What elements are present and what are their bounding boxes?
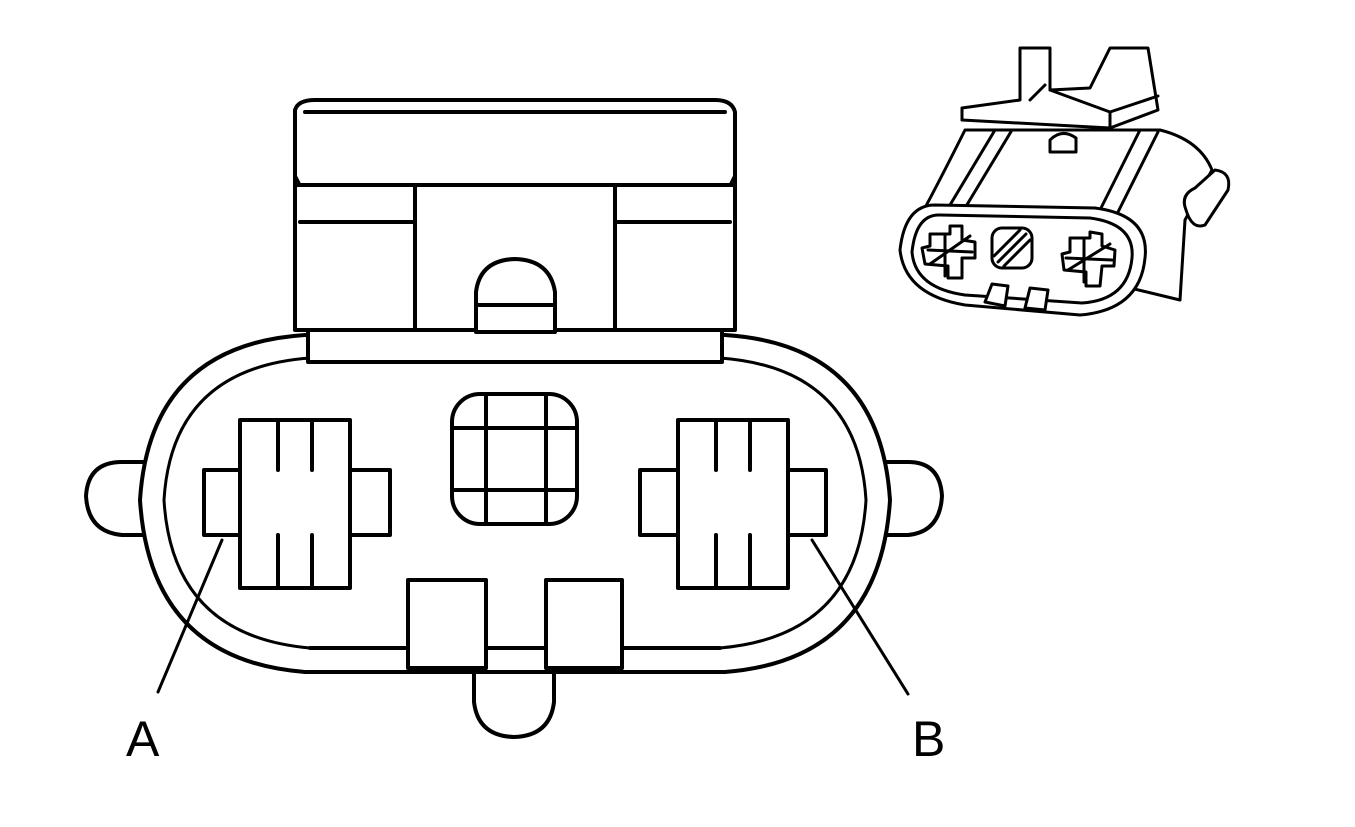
connector-isometric-view [898,46,1231,317]
right-ear [880,460,944,537]
connector-face-view [84,98,944,739]
terminal-b-cavity [638,418,828,590]
terminal-a-cavity [202,418,392,590]
top-latch [293,98,737,364]
callout-line-a [156,538,224,694]
label-terminal-a: A [126,711,160,767]
bottom-tab [472,666,556,739]
callout-line-b [810,538,910,696]
label-terminal-b: B [912,711,945,767]
left-ear [84,460,152,537]
center-cavity [450,392,579,526]
bottom-key-slots [308,578,722,670]
latch-bump [474,257,557,334]
